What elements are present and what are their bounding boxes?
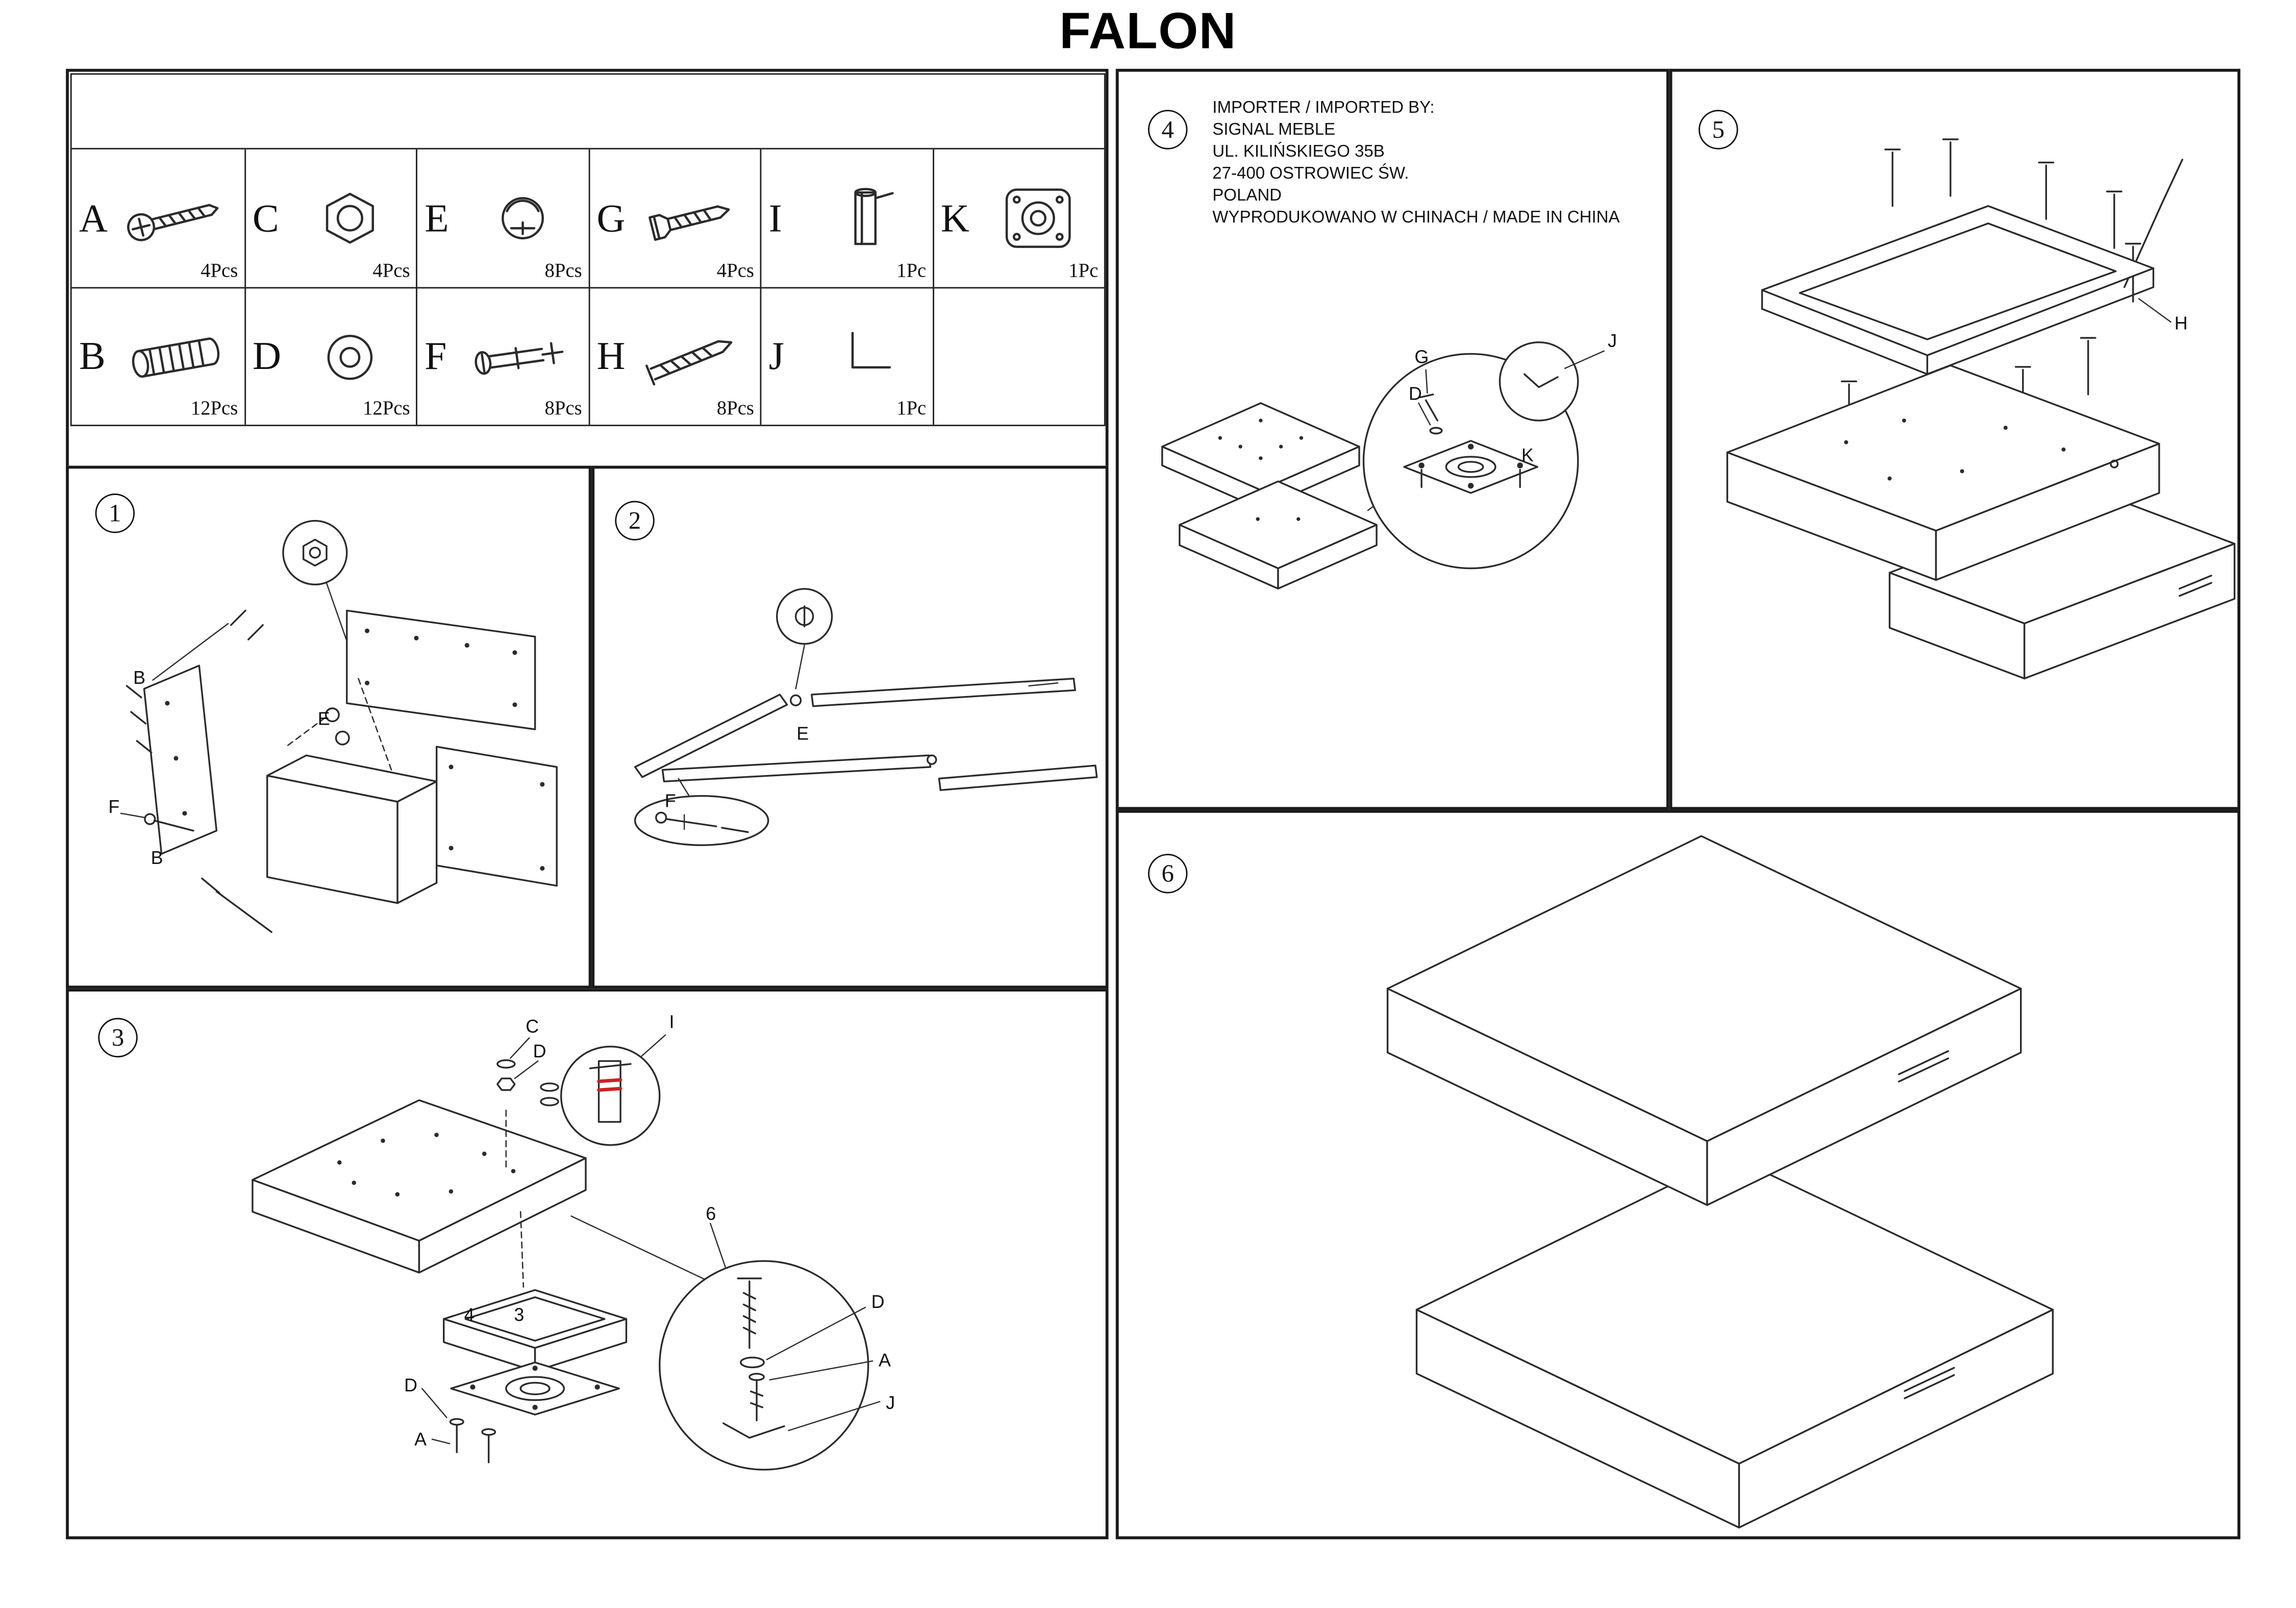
step-1-badge: 1: [95, 493, 135, 533]
step-1-illustration: [120, 519, 558, 933]
parts-table: A 4Pcs C: [70, 73, 1106, 427]
page-title: FALON: [1059, 3, 1237, 60]
part-count-b: 12Pcs: [190, 397, 238, 419]
part-label-e: E: [796, 723, 809, 744]
step-2-badge: 2: [615, 501, 655, 540]
part-allen-key-icon: [801, 321, 932, 392]
part-label-a2: A: [878, 1350, 891, 1371]
part-letter-g: G: [596, 195, 626, 240]
importer-info: IMPORTER / IMPORTED BY: SIGNAL MEBLE UL.…: [1212, 98, 1655, 229]
step-5-badge: 5: [1699, 110, 1738, 150]
part-cell-c: C 4Pcs: [243, 149, 416, 287]
importer-line-1: IMPORTER / IMPORTED BY:: [1212, 100, 1435, 117]
part-label-k: K: [1521, 445, 1534, 466]
ref-label-3: 3: [514, 1305, 525, 1326]
part-count-k: 1Pc: [1068, 259, 1099, 282]
part-cell-h: H 8Pcs: [588, 287, 760, 425]
part-label-j: J: [1608, 331, 1617, 352]
part-square-peg-icon: [801, 183, 932, 254]
step-5-panel: 5: [1669, 68, 2240, 810]
part-letter-k: K: [940, 195, 969, 240]
step-6-panel: 6: [1115, 810, 2240, 1540]
importer-line-6: WYPRODUKOWANO W CHINACH / MADE IN CHINA: [1212, 209, 1620, 227]
part-cell-k: K 1Pc: [932, 149, 1104, 287]
parts-grid: A 4Pcs C: [71, 149, 1104, 425]
part-camlock-icon: [457, 183, 588, 254]
step-3-illustration: [252, 1034, 881, 1471]
step-3-panel: 3: [66, 988, 1109, 1540]
part-letter-i: I: [768, 195, 782, 240]
part-letter-j: J: [768, 334, 784, 378]
part-label-d: D: [1408, 383, 1422, 405]
part-count-f: 8Pcs: [544, 397, 582, 419]
part-label-h: H: [2174, 313, 2188, 334]
part-label-f: F: [108, 797, 120, 818]
part-count-h: 8Pcs: [716, 397, 754, 419]
step-1-panel: 1: [66, 465, 592, 989]
part-letter-b: B: [79, 334, 106, 378]
part-long-screw-icon: [629, 321, 760, 392]
step-4-badge: 4: [1148, 110, 1188, 150]
part-cell-i: I 1Pc: [760, 149, 932, 287]
part-count-i: 1Pc: [896, 259, 927, 282]
part-label-f: F: [664, 790, 676, 811]
part-label-b: B: [133, 667, 146, 688]
step-6-badge: 6: [1148, 854, 1188, 894]
part-cam-bolt-icon: [457, 321, 588, 392]
part-cell-e: E 8Pcs: [416, 149, 588, 287]
part-cell-f: F 8Pcs: [416, 287, 588, 425]
part-cell-a: A 4Pcs: [72, 150, 244, 287]
part-label-e: E: [317, 709, 330, 730]
part-label-d3: D: [871, 1292, 885, 1313]
importer-line-3: UL. KILIŃSKIEGO 35B: [1212, 143, 1385, 161]
part-count-d: 12Pcs: [362, 397, 410, 419]
parts-table-header: [71, 75, 1104, 150]
part-letter-e: E: [425, 195, 449, 240]
step-2-panel: 2 E F: [591, 465, 1109, 989]
part-letter-f: F: [425, 334, 447, 378]
part-cell-empty: [932, 287, 1104, 425]
part-count-e: 8Pcs: [544, 259, 582, 282]
ref-label-6: 6: [706, 1204, 716, 1225]
part-letter-c: C: [253, 195, 279, 240]
part-label-b2: B: [151, 848, 163, 869]
part-count-c: 4Pcs: [372, 259, 410, 282]
ref-label-4: 4: [464, 1305, 475, 1326]
part-count-g: 4Pcs: [716, 259, 754, 282]
part-label-i: I: [669, 1012, 675, 1033]
part-dowel-icon: [111, 321, 244, 392]
step-3-badge: 3: [98, 1018, 138, 1058]
part-label-d: D: [533, 1041, 546, 1062]
part-label-j: J: [886, 1393, 895, 1414]
part-swivel-plate-icon: [973, 183, 1104, 254]
step-4-illustration: [1161, 341, 1605, 590]
part-washer-icon: [285, 321, 416, 392]
part-letter-h: H: [596, 334, 626, 378]
step-5-illustration: [1726, 138, 2236, 680]
part-letter-d: D: [253, 334, 282, 378]
step-4-panel: 4 IMPORTER / IMPORTED BY: SIGNAL MEBLE U…: [1115, 68, 1669, 810]
importer-line-2: SIGNAL MEBLE: [1212, 121, 1336, 139]
importer-line-4: 27-400 OSTROWIEC ŚW.: [1212, 165, 1409, 183]
step-6-illustration: [1386, 835, 2054, 1529]
part-cell-j: J 1Pc: [760, 287, 932, 425]
part-count-j: 1Pc: [896, 397, 927, 419]
part-bolt-icon: [111, 183, 244, 254]
part-label-c: C: [526, 1016, 539, 1037]
part-flat-screw-icon: [629, 183, 760, 254]
part-nut-icon: [285, 183, 416, 254]
part-label-g: G: [1414, 347, 1429, 368]
part-cell-d: D 12Pcs: [243, 287, 416, 425]
importer-line-5: POLAND: [1212, 187, 1282, 205]
part-label-d2: D: [404, 1375, 418, 1396]
part-label-a: A: [414, 1429, 427, 1450]
part-cell-b: B 12Pcs: [71, 287, 244, 425]
step-2-illustration: [634, 588, 1098, 846]
part-letter-a: A: [79, 195, 108, 240]
part-count-a: 4Pcs: [201, 259, 238, 282]
part-cell-g: G 4Pcs: [588, 149, 760, 287]
